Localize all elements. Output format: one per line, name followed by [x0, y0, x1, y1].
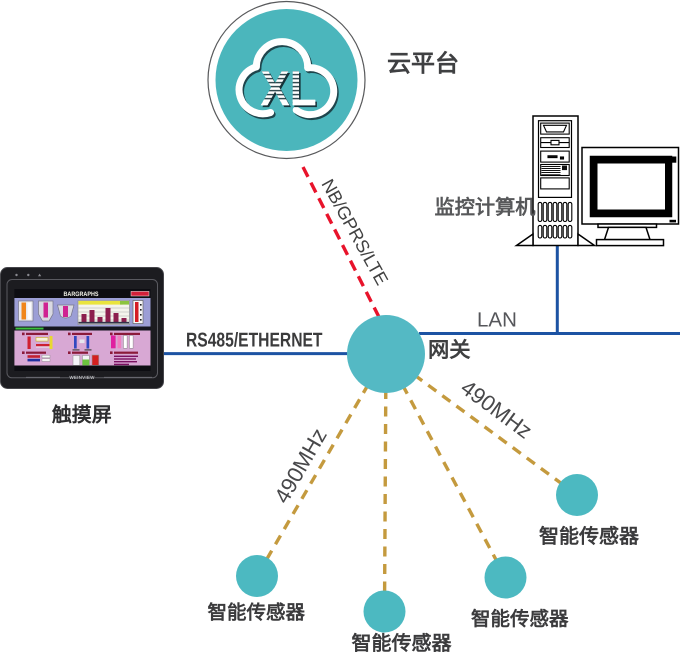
svg-text:监控计算机: 监控计算机 — [435, 196, 537, 219]
svg-text:LAN: LAN — [477, 309, 517, 332]
svg-text:智能传感器: 智能传感器 — [352, 632, 453, 655]
svg-text:RS485/ETHERNET: RS485/ETHERNET — [186, 330, 323, 352]
svg-text:网关: 网关 — [428, 338, 471, 362]
svg-text:WEINVIEW: WEINVIEW — [69, 375, 95, 380]
svg-text:触摸屏: 触摸屏 — [52, 403, 112, 426]
svg-text:云平台: 云平台 — [387, 51, 459, 78]
svg-text:智能传感器: 智能传感器 — [208, 602, 306, 624]
svg-text:智能传感器: 智能传感器 — [471, 609, 569, 631]
svg-text:智能传感器: 智能传感器 — [539, 525, 640, 548]
svg-text:BARGRAPHS: BARGRAPHS — [64, 291, 100, 298]
